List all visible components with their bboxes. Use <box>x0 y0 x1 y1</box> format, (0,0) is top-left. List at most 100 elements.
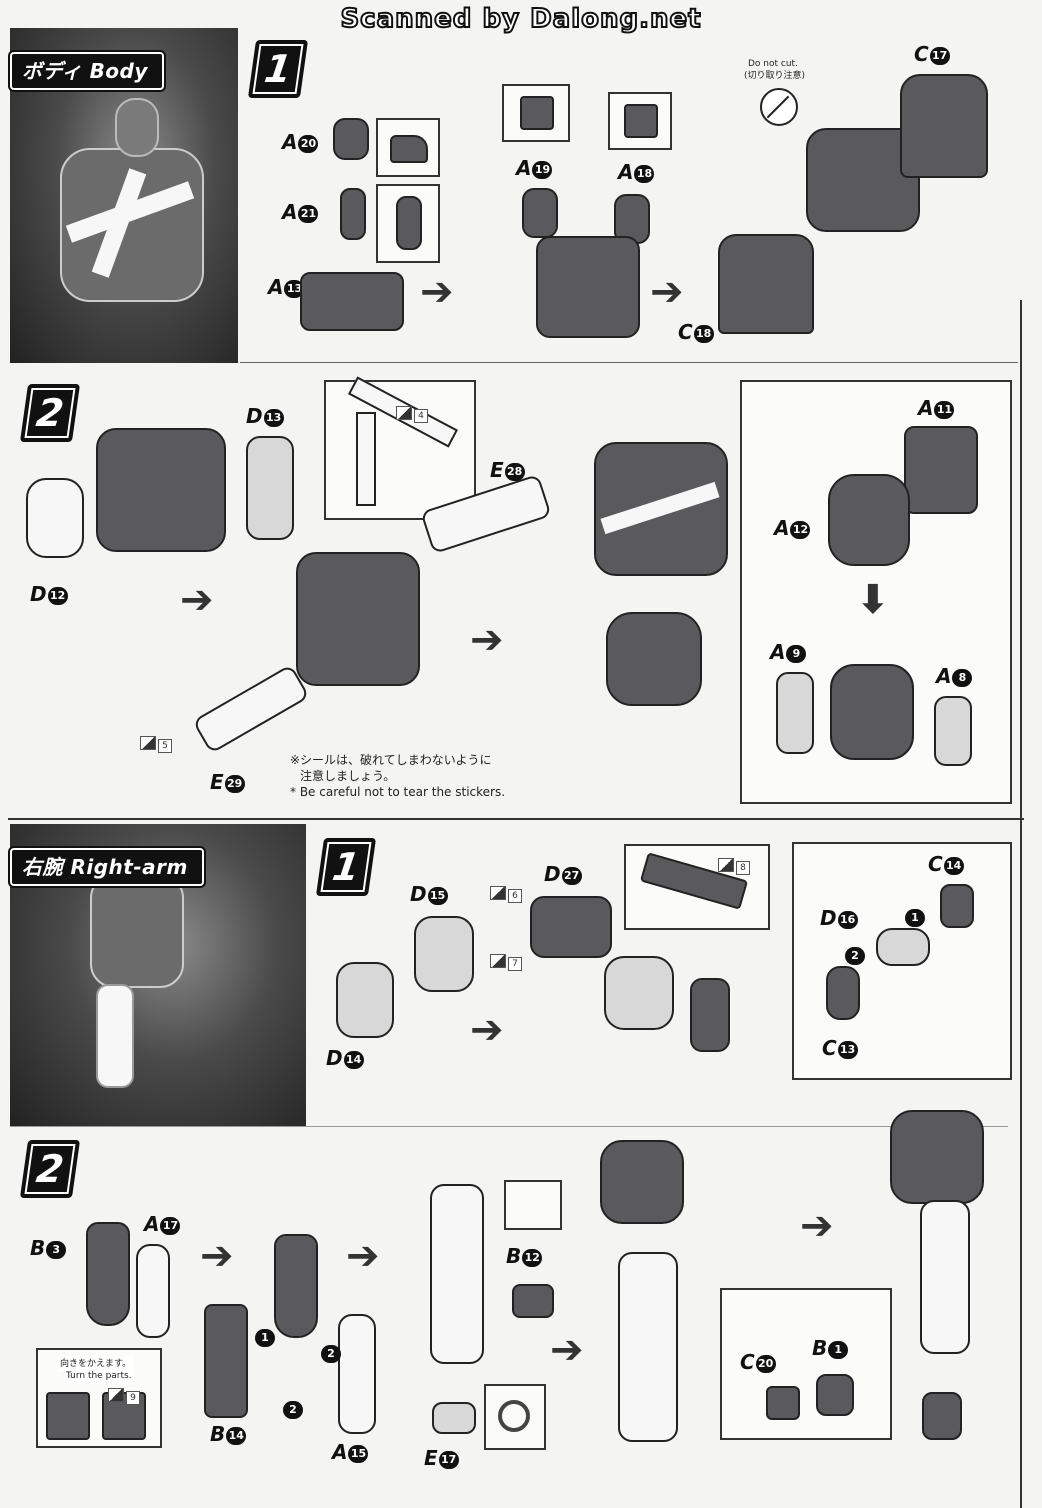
part-d16-shape <box>876 928 930 966</box>
arm-complete-hand <box>922 1392 962 1440</box>
section-border <box>8 818 1024 820</box>
part-d13-shape <box>246 436 294 540</box>
turn-parts-en: Turn the parts. <box>64 1368 134 1384</box>
body-step2-base-shape <box>96 428 226 552</box>
part-a18-shape <box>614 194 650 244</box>
flow-arrow: ➔ <box>470 1007 504 1053</box>
part-e17-inset <box>484 1384 546 1450</box>
part-a12-shape <box>828 474 910 566</box>
body-step1-badge: 1 <box>247 40 309 98</box>
part-e17-shape <box>432 1402 476 1434</box>
scan-watermark: Scanned by Dalong.net <box>339 3 702 35</box>
part-a13-shape <box>300 272 404 331</box>
flow-arrow: ➔ <box>800 1203 834 1249</box>
body-step2-mid-shape <box>296 552 420 686</box>
order-marker-2: 2 <box>320 1340 341 1364</box>
flow-arrow: ➔ <box>650 269 684 315</box>
part-a21-inset <box>376 184 440 263</box>
part-a15-shape <box>338 1314 376 1434</box>
sticker-9: 9 <box>108 1388 140 1405</box>
page-right-edge <box>1020 300 1022 1508</box>
part-a20-inset <box>376 118 440 177</box>
hand-subassembly-inset <box>720 1288 892 1440</box>
do-not-cut-icon <box>760 88 798 126</box>
part-a11-shape <box>904 426 978 514</box>
flow-arrow: ➔ <box>180 577 214 623</box>
section-divider <box>240 362 1018 363</box>
flow-arrow: ➔ <box>470 617 504 663</box>
part-c18-shape <box>718 234 814 334</box>
part-d14-shape <box>336 962 394 1038</box>
sticker-8: 8 <box>718 858 750 875</box>
part-b12-shape <box>512 1284 554 1318</box>
do-not-cut-label-jp: (切り取り注意) <box>744 71 806 81</box>
part-c20-shape <box>766 1386 800 1420</box>
body-step1-assembly-shape <box>536 236 640 338</box>
sticker-7: 7 <box>490 954 522 971</box>
sticker-caution-jp: ※シールは、破れてしまわないように <box>290 753 492 767</box>
arm-step1-badge: 1 <box>315 838 377 896</box>
sticker-4: 4 <box>396 406 428 423</box>
body-head-illustration <box>115 98 159 157</box>
sticker8-inset <box>624 844 770 930</box>
order-marker-1: 1 <box>254 1324 275 1348</box>
do-not-cut-label: Do not cut. <box>748 59 798 69</box>
part-c13-shape <box>826 966 860 1020</box>
section-divider <box>10 1126 1008 1127</box>
part-a21-shape <box>340 188 366 240</box>
body-step2-badge: 2 <box>19 384 81 442</box>
part-c17-shape <box>900 74 988 178</box>
sticker-5: 5 <box>140 736 172 753</box>
part-d12-shape <box>26 478 84 558</box>
arm-step1-shoulder-shape <box>604 956 674 1030</box>
sticker4-inset <box>324 376 476 520</box>
flow-arrow-down: ⬇ <box>856 577 890 623</box>
arm-step1-joint-shape <box>690 978 730 1052</box>
flow-arrow: ➔ <box>346 1233 380 1279</box>
part-c14-shape <box>940 884 974 928</box>
arm-step2-badge: 2 <box>19 1140 81 1198</box>
forearm-assembled-shape <box>430 1184 484 1364</box>
sticker-6: 6 <box>490 886 522 903</box>
arm-section-title: 右腕 Right-arm <box>10 848 204 886</box>
flow-arrow: ➔ <box>200 1233 234 1279</box>
part-b3-shape <box>86 1222 130 1326</box>
part-b14-shape <box>204 1304 248 1418</box>
flow-arrow: ➔ <box>550 1327 584 1373</box>
abdomen-assembled-shape <box>830 664 914 760</box>
part-a20-shape <box>333 118 369 160</box>
part-b1-shape <box>816 1374 854 1416</box>
sticker-caution-en: * Be careful not to tear the stickers. <box>290 785 506 799</box>
part-a8-shape <box>934 696 972 766</box>
flow-arrow: ➔ <box>420 269 454 315</box>
order-marker-2: 2 <box>844 942 865 966</box>
part-a19-inset <box>502 84 570 142</box>
order-marker-1: 1 <box>904 904 925 928</box>
